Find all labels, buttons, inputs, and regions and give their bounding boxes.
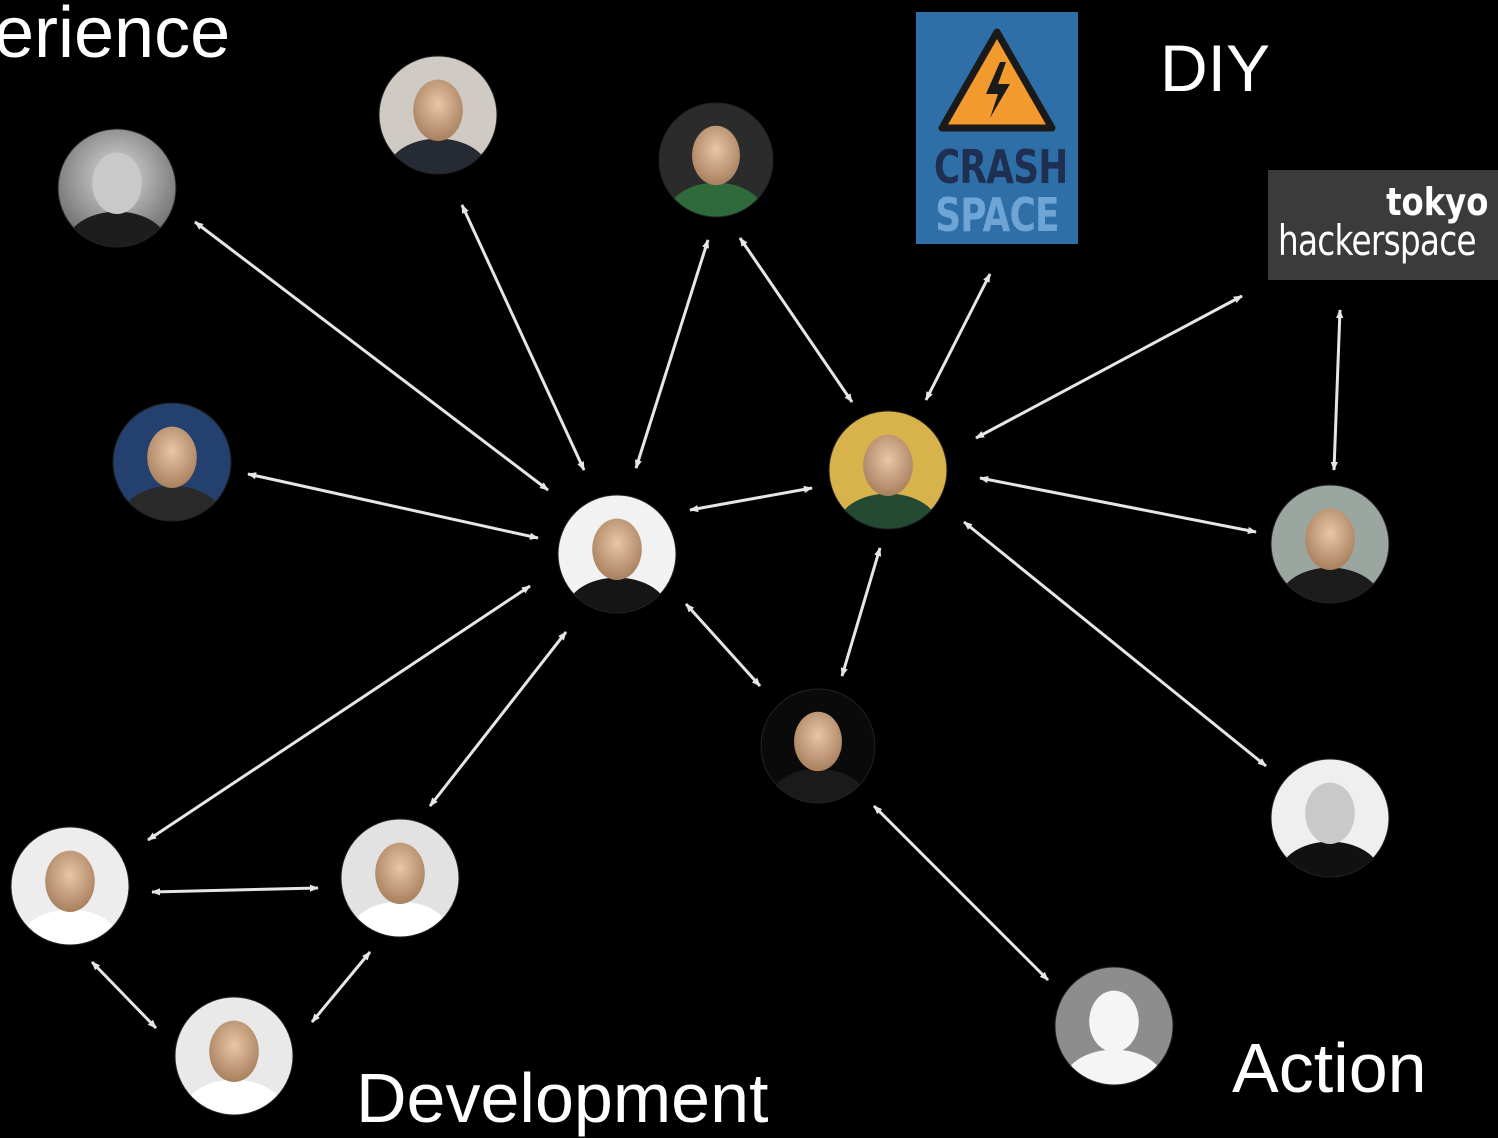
bidirectional-arrow-5 — [147, 584, 531, 842]
bidirectional-arrow-11 — [1330, 309, 1344, 471]
avatar-person-right-hub — [828, 410, 948, 530]
bidirectional-arrow-16 — [872, 804, 1050, 982]
avatar-person-lower-center — [760, 688, 876, 804]
bidirectional-arrow-6 — [428, 631, 568, 807]
action-label: Action — [1232, 1029, 1427, 1107]
bidirectional-arrow-8 — [738, 237, 854, 403]
avatars-layer — [10, 55, 1390, 1116]
arrows-layer — [90, 204, 1344, 1030]
space-word: SPACE — [935, 188, 1059, 242]
bidirectional-arrow-7 — [689, 485, 813, 513]
bidirectional-arrow-13 — [963, 520, 1267, 768]
avatar-person-center-hub — [557, 494, 677, 614]
bidirectional-arrow-18 — [90, 960, 158, 1030]
development-label: Development — [356, 1059, 769, 1137]
crash-space-logo: CRASH SPACE — [916, 12, 1078, 244]
avatar-person-bottom — [174, 996, 294, 1116]
avatar-person-lower-right — [1270, 758, 1390, 878]
warning-triangle-icon — [938, 28, 1056, 132]
avatar-person-mid-left — [112, 402, 232, 522]
bidirectional-arrow-9 — [924, 273, 992, 401]
bidirectional-arrow-15 — [684, 602, 762, 688]
avatar-person-top-left — [57, 128, 177, 248]
crash-word: CRASH — [933, 140, 1068, 194]
avatar-person-top-middle — [378, 55, 498, 175]
avatar-person-right — [1270, 484, 1390, 604]
bidirectional-arrow-14 — [840, 547, 882, 677]
bidirectional-arrow-12 — [979, 476, 1257, 534]
bidirectional-arrow-17 — [151, 884, 319, 896]
bidirectional-arrow-4 — [247, 472, 539, 540]
tokyo-word: tokyo — [1385, 180, 1488, 224]
avatar-person-bottom-left — [10, 826, 130, 946]
bidirectional-arrow-2 — [460, 204, 586, 471]
avatar-person-bottom-mid — [340, 818, 460, 938]
hackerspace-word: hackerspace — [1278, 216, 1477, 265]
default-avatar-icon — [1054, 966, 1174, 1086]
tokyo-hackerspace-logo: tokyo hackerspace — [1268, 170, 1498, 280]
bidirectional-arrow-3 — [634, 239, 710, 469]
bidirectional-arrow-10 — [975, 294, 1243, 440]
diy-label: DIY — [1160, 31, 1271, 105]
bidirectional-arrow-19 — [310, 951, 372, 1023]
avatar-person-top-center — [658, 102, 774, 218]
experience-label: erience — [0, 0, 231, 73]
bidirectional-arrow-1 — [194, 220, 549, 492]
